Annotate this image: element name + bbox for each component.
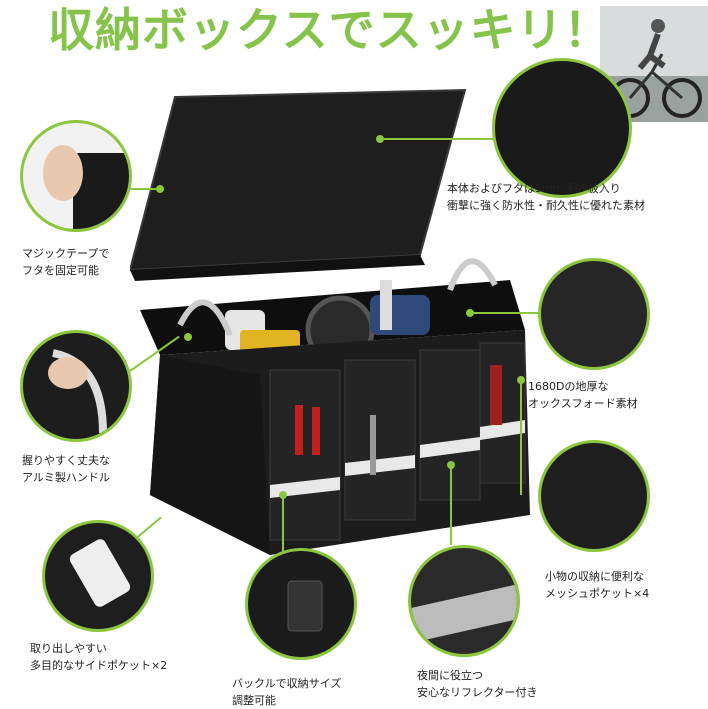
connector-dot	[447, 461, 455, 469]
detail-circle-reflector	[408, 545, 520, 657]
connector-dot	[279, 491, 287, 499]
connector-dot	[466, 309, 474, 317]
caption-fabric: 1680Dの地厚な オックスフォード素材	[528, 380, 638, 410]
connector-line	[470, 312, 540, 314]
connector-dot	[376, 135, 384, 143]
caption-mesh: 小物の収納に便利な メッシュポケット×4	[545, 570, 650, 600]
connector-line	[380, 138, 500, 140]
detail-circle-mesh	[538, 440, 650, 552]
headline: 収納ボックスでスッキリ！	[48, 3, 611, 57]
detail-circle-fabric	[538, 258, 650, 370]
detail-circle-buckle	[245, 548, 357, 660]
detail-circle-side-pocket	[42, 520, 154, 632]
caption-reflector: 夜間に役立つ 安心なリフレクター付き	[417, 669, 538, 699]
connector-dot	[156, 185, 164, 193]
connector-dot	[184, 333, 192, 341]
detail-circle-board	[492, 58, 632, 198]
cyclist-photo	[600, 6, 708, 122]
connector-line	[282, 495, 284, 565]
caption-side-pocket: 取り出しやすい 多目的なサイドポケット×2	[30, 642, 168, 672]
detail-circle-handle	[20, 330, 132, 442]
caption-buckle: バックルで収納サイズ 調整可能	[232, 677, 342, 707]
storage-box-illustration	[130, 88, 530, 555]
connector-dot	[517, 376, 525, 384]
detail-circle-velcro	[20, 120, 132, 232]
caption-velcro: マジックテープで フタを固定可能	[22, 247, 110, 277]
caption-handle: 握りやすく丈夫な アルミ製ハンドル	[22, 454, 110, 484]
connector-line	[128, 188, 162, 190]
connector-line	[520, 380, 522, 495]
connector-line	[450, 465, 452, 545]
caption-board: 本体およびフタは5mm厚PP板入り 衝撃に強く防水性・耐久性に優れた素材	[447, 182, 645, 212]
